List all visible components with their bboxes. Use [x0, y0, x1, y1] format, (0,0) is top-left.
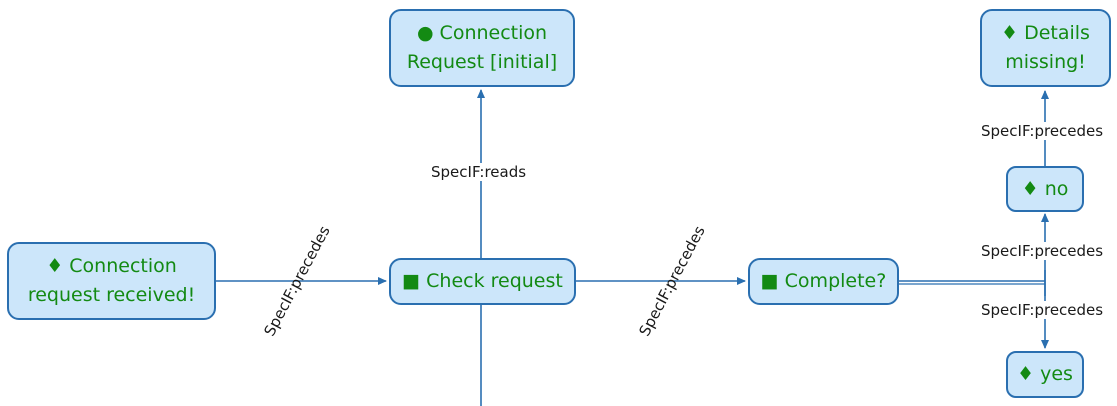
edge-label-no-to-details: SpecIF:precedes — [979, 122, 1106, 140]
edge-label-check-reads: SpecIF:reads — [429, 163, 529, 181]
node-connection-request-initial[interactable]: ● Connection Request [initial] — [389, 9, 575, 87]
node-label-line1: ♦ Connection — [46, 255, 177, 277]
node-label: ■ Check request — [402, 270, 563, 292]
node-label-line2: request received! — [27, 284, 196, 306]
node-label-line1: ♦ Details — [1001, 22, 1090, 44]
node-label: ♦ yes — [1017, 363, 1073, 385]
node-label: ■ Complete? — [760, 270, 887, 292]
node-label-line2: missing! — [1005, 51, 1086, 73]
node-complete[interactable]: ■ Complete? — [748, 258, 899, 305]
node-connection-request-received[interactable]: ♦ Connection request received! — [7, 242, 216, 320]
edge-label-complete-to-no: SpecIF:precedes — [979, 242, 1106, 260]
node-label-line2: Request [initial] — [406, 51, 558, 73]
node-label: ♦ no — [1021, 177, 1069, 200]
node-yes[interactable]: ♦ yes — [1006, 351, 1084, 398]
node-label-line1: ● Connection — [416, 22, 548, 44]
node-details-missing[interactable]: ♦ Details missing! — [980, 9, 1111, 87]
edge-label-complete-to-yes: SpecIF:precedes — [979, 301, 1106, 319]
node-check-request[interactable]: ■ Check request — [389, 258, 576, 305]
node-no[interactable]: ♦ no — [1006, 166, 1084, 212]
